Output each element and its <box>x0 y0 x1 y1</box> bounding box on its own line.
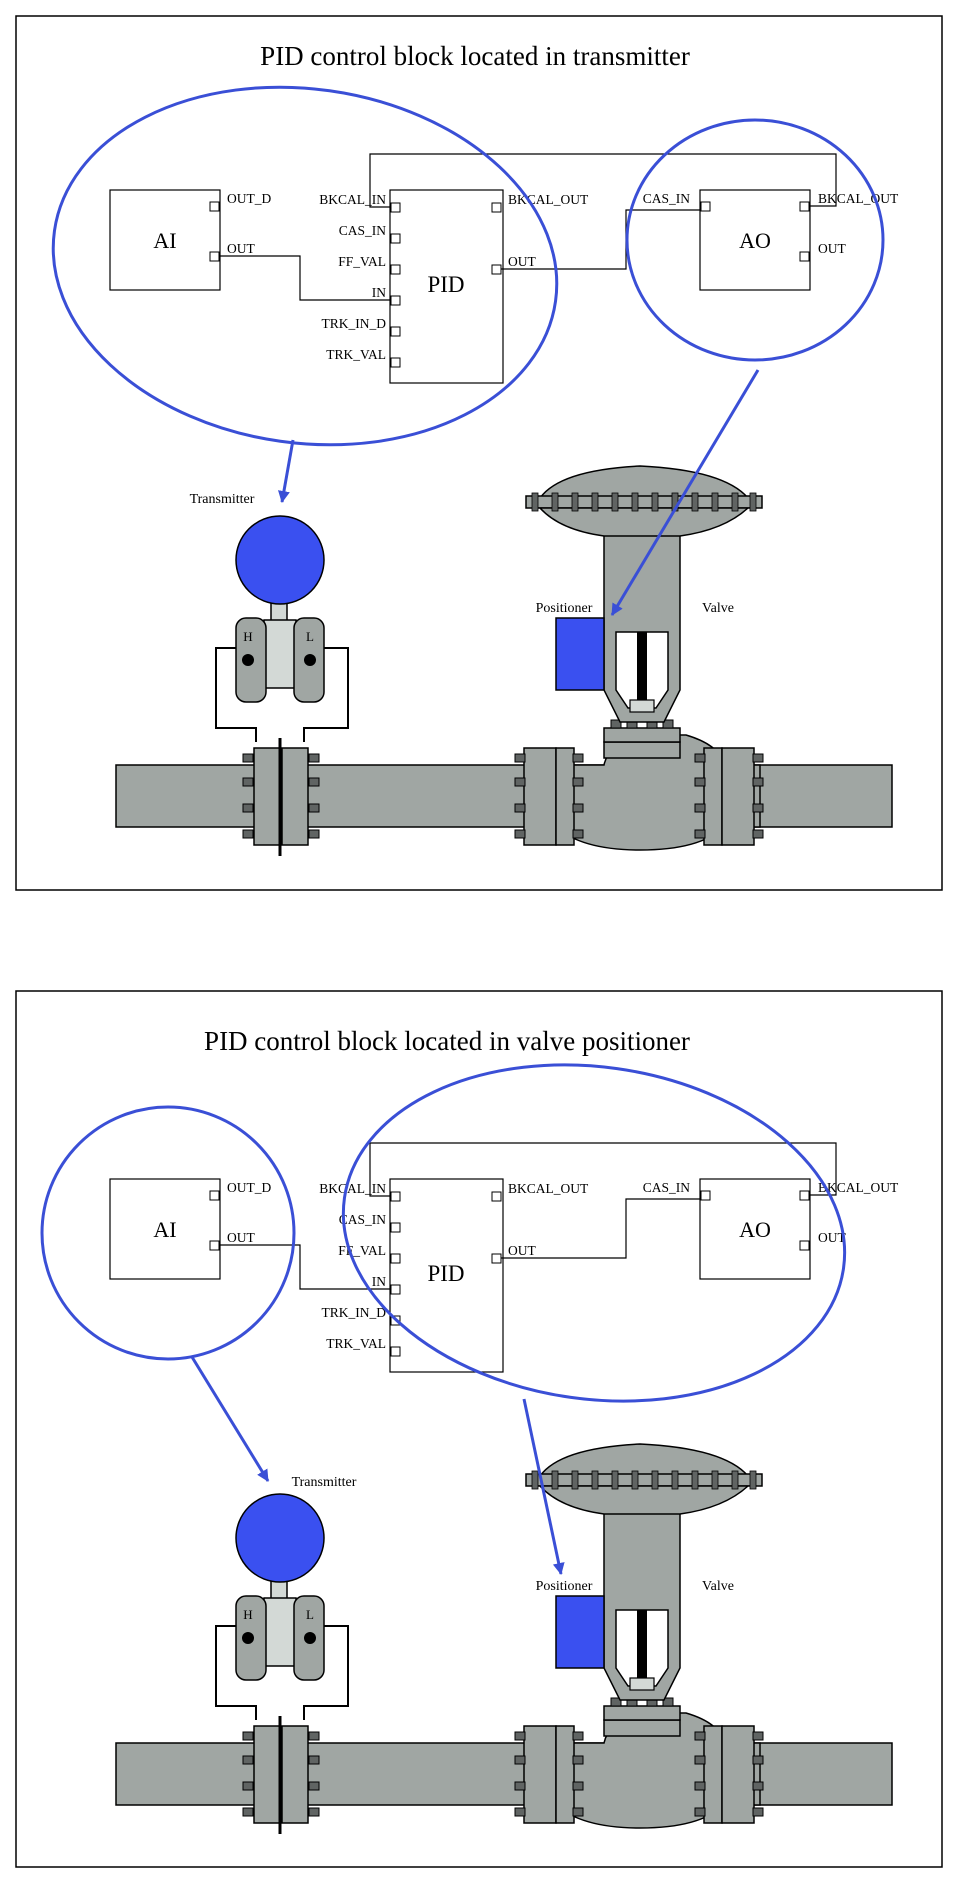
ai-block-name: AI <box>153 228 176 253</box>
pid-ao-highlight-oval <box>341 1063 847 1403</box>
pid-ai-highlight-oval <box>51 85 559 447</box>
low-port-label: L <box>306 629 314 644</box>
pid-block: PID BKCAL_IN CAS_IN FF_VAL IN TRK_IN_D T… <box>319 189 589 384</box>
ao-port-bkcal-out: BKCAL_OUT <box>818 1180 899 1195</box>
positioner-arrow <box>522 1398 565 1575</box>
positioner-label: Positioner <box>536 601 593 616</box>
pid-port-trk-val: TRK_VAL <box>326 1336 386 1351</box>
ao-port-bkcal-out: BKCAL_OUT <box>818 191 899 206</box>
pid-port-cas-in: CAS_IN <box>339 223 387 238</box>
pid-port-in: IN <box>372 1274 386 1289</box>
ai-port-out: OUT <box>227 241 255 256</box>
ai-block-name: AI <box>153 1217 176 1242</box>
transmitter-arrow <box>278 439 295 503</box>
pid-port-trk-in-d: TRK_IN_D <box>322 1305 387 1320</box>
pid-port-bkcal-out: BKCAL_OUT <box>508 1181 589 1196</box>
ai-highlight-oval <box>40 1105 296 1361</box>
pid-port-trk-in-d: TRK_IN_D <box>322 316 387 331</box>
ao-port-cas-in: CAS_IN <box>643 191 691 206</box>
block-wiring <box>219 1142 837 1290</box>
transmitter-label: Transmitter <box>292 1475 357 1490</box>
ao-port-cas-in: CAS_IN <box>643 1180 691 1195</box>
ao-block-name: AO <box>739 1217 771 1242</box>
ai-port-out-d: OUT_D <box>227 191 271 206</box>
low-port-label: L <box>306 1607 314 1622</box>
positioner-label: Positioner <box>536 1579 593 1594</box>
pid-port-out: OUT <box>508 254 536 269</box>
ai-port-out-d: OUT_D <box>227 1180 271 1195</box>
pid-port-ff-val: FF_VAL <box>338 254 386 269</box>
pid-port-out: OUT <box>508 1243 536 1258</box>
high-port-label: H <box>243 629 252 644</box>
panel-transmitter: PID control block located in transmitter… <box>15 15 943 891</box>
pid-block-name: PID <box>427 272 464 297</box>
transmitter-label: Transmitter <box>190 492 255 507</box>
high-port-label: H <box>243 1607 252 1622</box>
pid-block-name: PID <box>427 1261 464 1286</box>
pid-port-bkcal-out: BKCAL_OUT <box>508 192 589 207</box>
pid-port-ff-val: FF_VAL <box>338 1243 386 1258</box>
panel-frame <box>15 990 943 1868</box>
pid-port-cas-in: CAS_IN <box>339 1212 387 1227</box>
ao-block-name: AO <box>739 228 771 253</box>
pid-port-bkcal-in: BKCAL_IN <box>319 192 386 207</box>
pid-block: PID BKCAL_IN CAS_IN FF_VAL IN TRK_IN_D T… <box>319 1178 589 1373</box>
panel-frame <box>15 15 943 891</box>
ao-port-out: OUT <box>818 241 846 256</box>
ao-port-out: OUT <box>818 1230 846 1245</box>
panel-valve-positioner: PID control block located in valve posit… <box>15 990 943 1868</box>
ai-block: AI OUT_D OUT <box>109 189 271 291</box>
valve-label: Valve <box>702 1579 734 1594</box>
pid-port-in: IN <box>372 285 386 300</box>
panel-title: PID control block located in valve posit… <box>204 1026 690 1056</box>
ai-block: AI OUT_D OUT <box>109 1178 271 1280</box>
ao-highlight-oval <box>625 118 885 362</box>
transmitter-arrow <box>190 1356 270 1482</box>
valve-label: Valve <box>702 601 734 616</box>
ao-block: AO CAS_IN BKCAL_OUT OUT <box>643 189 899 291</box>
ai-port-out: OUT <box>227 1230 255 1245</box>
panel-title: PID control block located in transmitter <box>260 41 690 71</box>
pid-port-bkcal-in: BKCAL_IN <box>319 1181 386 1196</box>
pid-port-trk-val: TRK_VAL <box>326 347 386 362</box>
positioner-arrow <box>610 369 760 616</box>
ao-block: AO CAS_IN BKCAL_OUT OUT <box>643 1178 899 1280</box>
